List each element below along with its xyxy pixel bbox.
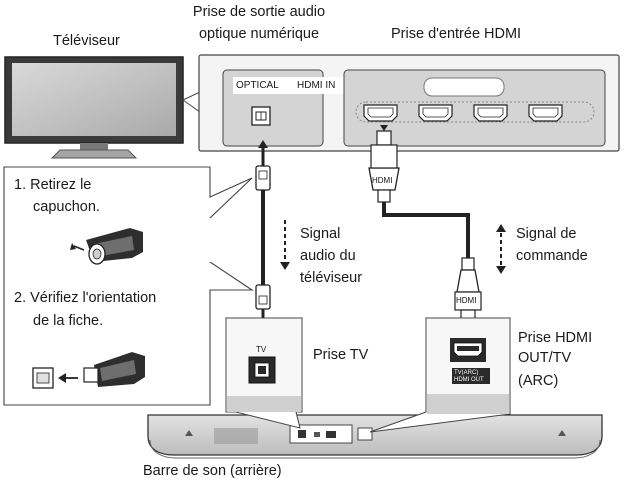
hdmi-cable: [368, 125, 482, 330]
signal-control-arrow: [496, 224, 506, 274]
panel-hdmi-in-text: HDMI IN: [297, 80, 336, 91]
hdmi-port-icon: [528, 104, 563, 122]
prise-hdmi-label-line3: (ARC): [518, 373, 559, 389]
signal-control-line2: commande: [516, 248, 588, 264]
prise-hdmi-label-line2: OUT/TV: [518, 350, 572, 366]
optical-cable: [255, 140, 271, 331]
optical-output-label-line2: optique numérique: [198, 26, 320, 42]
tv-label: Téléviseur: [53, 33, 120, 49]
step1-line1: 1. Retirez le: [14, 177, 92, 193]
step1-line2: capuchon.: [33, 199, 100, 215]
signal-audio-line2: audio du: [300, 248, 356, 264]
arc-port-text-line1: TV(ARC): [454, 370, 479, 376]
panel-optical-text: OPTICAL: [236, 80, 279, 91]
tv-port-text: TV: [256, 345, 267, 354]
optical-plug-orientation-icon: [32, 352, 145, 389]
hdmi-port-icon: [473, 104, 508, 122]
optical-output-label-line1: Prise de sortie audio: [192, 4, 326, 20]
optical-input-port-icon: [248, 356, 276, 384]
soundbar-label: Barre de son (arrière): [143, 463, 282, 479]
prise-hdmi-label-line1: Prise HDMI: [518, 330, 593, 346]
optical-plug-cap-icon: [70, 228, 143, 265]
hdmi-plug-top-text: HDMI: [372, 176, 393, 185]
hdmi-input-label: Prise d'entrée HDMI: [391, 26, 522, 42]
signal-control-line1: Signal de: [516, 226, 577, 242]
step2-line2: de la fiche.: [33, 313, 104, 329]
hdmi-output-port-icon: [450, 338, 490, 384]
optical-port-icon: [251, 106, 271, 126]
hdmi-plug-bottom-text: HDMI: [456, 296, 477, 305]
tv-illustration: [4, 56, 184, 159]
tv-callout: [182, 91, 201, 113]
step2-line1: 2. Vérifiez l'orientation: [14, 290, 157, 306]
hdmi-port-icon: [363, 104, 398, 122]
hdmi-port-icon: [418, 104, 453, 122]
prise-tv-label: Prise TV: [313, 347, 369, 363]
arc-port-text-line2: HDMI OUT: [454, 377, 484, 383]
signal-audio-arrow: [280, 220, 290, 270]
signal-audio-line3: téléviseur: [300, 270, 363, 286]
tv-rear-panel: [198, 54, 620, 152]
soundbar-illustration: [147, 414, 603, 459]
signal-audio-line1: Signal: [300, 226, 341, 242]
instruction-panel: [3, 166, 254, 406]
